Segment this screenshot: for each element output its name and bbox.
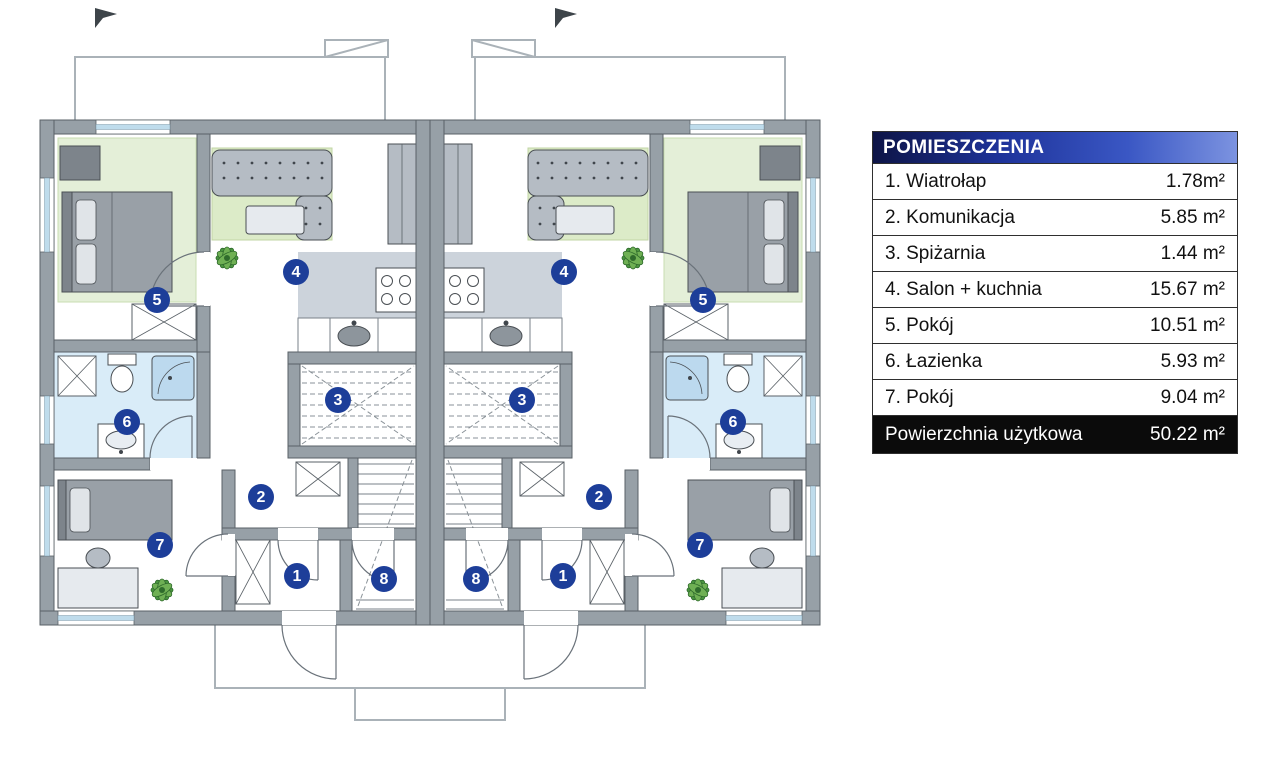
svg-text:1: 1 <box>293 568 302 585</box>
room-label: 6. Łazienka <box>885 350 983 372</box>
legend-row: 6. Łazienka 5.93 m² <box>873 343 1237 379</box>
room-marker-right-8: 8 <box>463 566 489 592</box>
room-marker-left-5: 5 <box>144 287 170 313</box>
svg-text:2: 2 <box>257 489 266 506</box>
svg-text:1: 1 <box>559 568 568 585</box>
svg-text:7: 7 <box>696 537 705 554</box>
room-marker-left-6: 6 <box>114 409 140 435</box>
svg-text:5: 5 <box>153 292 162 309</box>
legend-total-row: Powierzchnia użytkowa 50.22 m² <box>873 415 1237 453</box>
total-area: 50.22 m² <box>1150 423 1225 445</box>
legend-row: 2. Komunikacja 5.85 m² <box>873 199 1237 235</box>
room-label: 7. Pokój <box>885 386 954 408</box>
room-area: 1.78m² <box>1165 170 1225 192</box>
svg-text:4: 4 <box>292 264 301 281</box>
room-marker-right-1: 1 <box>550 563 576 589</box>
room-area: 9.04 m² <box>1160 386 1225 408</box>
housing-unit-left <box>40 40 430 720</box>
legend-row: 1. Wiatrołap 1.78m² <box>873 163 1237 199</box>
svg-text:8: 8 <box>380 571 389 588</box>
room-area: 15.67 m² <box>1150 278 1225 300</box>
svg-text:7: 7 <box>156 537 165 554</box>
room-area: 10.51 m² <box>1150 314 1225 336</box>
room-label: 4. Salon + kuchnia <box>885 278 1042 300</box>
legend-row: 3. Spiżarnia 1.44 m² <box>873 235 1237 271</box>
room-label: 3. Spiżarnia <box>885 242 986 264</box>
room-marker-left-3: 3 <box>325 387 351 413</box>
room-legend: POMIESZCZENIA 1. Wiatrołap 1.78m² 2. Kom… <box>872 131 1238 454</box>
svg-text:3: 3 <box>518 392 527 409</box>
svg-text:6: 6 <box>123 414 132 431</box>
room-marker-left-4: 4 <box>283 259 309 285</box>
room-marker-left-8: 8 <box>371 566 397 592</box>
room-marker-right-7: 7 <box>687 532 713 558</box>
svg-text:3: 3 <box>334 392 343 409</box>
room-label: 2. Komunikacja <box>885 206 1015 228</box>
room-label: 5. Pokój <box>885 314 954 336</box>
room-marker-right-2: 2 <box>586 484 612 510</box>
room-area: 5.85 m² <box>1160 206 1225 228</box>
room-marker-right-4: 4 <box>551 259 577 285</box>
total-label: Powierzchnia użytkowa <box>885 423 1083 445</box>
room-area: 5.93 m² <box>1160 350 1225 372</box>
svg-text:5: 5 <box>699 292 708 309</box>
legend-title: POMIESZCZENIA <box>873 132 1237 163</box>
roof-vent-mark <box>95 8 117 28</box>
svg-text:8: 8 <box>472 571 481 588</box>
room-marker-right-6: 6 <box>720 409 746 435</box>
roof-vent-mark <box>555 8 577 28</box>
legend-row: 7. Pokój 9.04 m² <box>873 379 1237 415</box>
room-marker-right-5: 5 <box>690 287 716 313</box>
legend-row: 4. Salon + kuchnia 15.67 m² <box>873 271 1237 307</box>
svg-text:6: 6 <box>729 414 738 431</box>
room-label: 1. Wiatrołap <box>885 170 987 192</box>
room-marker-left-7: 7 <box>147 532 173 558</box>
room-marker-left-1: 1 <box>284 563 310 589</box>
housing-unit-right <box>430 40 820 720</box>
svg-text:4: 4 <box>560 264 569 281</box>
room-marker-right-3: 3 <box>509 387 535 413</box>
room-marker-left-2: 2 <box>248 484 274 510</box>
room-area: 1.44 m² <box>1160 242 1225 264</box>
svg-text:2: 2 <box>595 489 604 506</box>
legend-row: 5. Pokój 10.51 m² <box>873 307 1237 343</box>
